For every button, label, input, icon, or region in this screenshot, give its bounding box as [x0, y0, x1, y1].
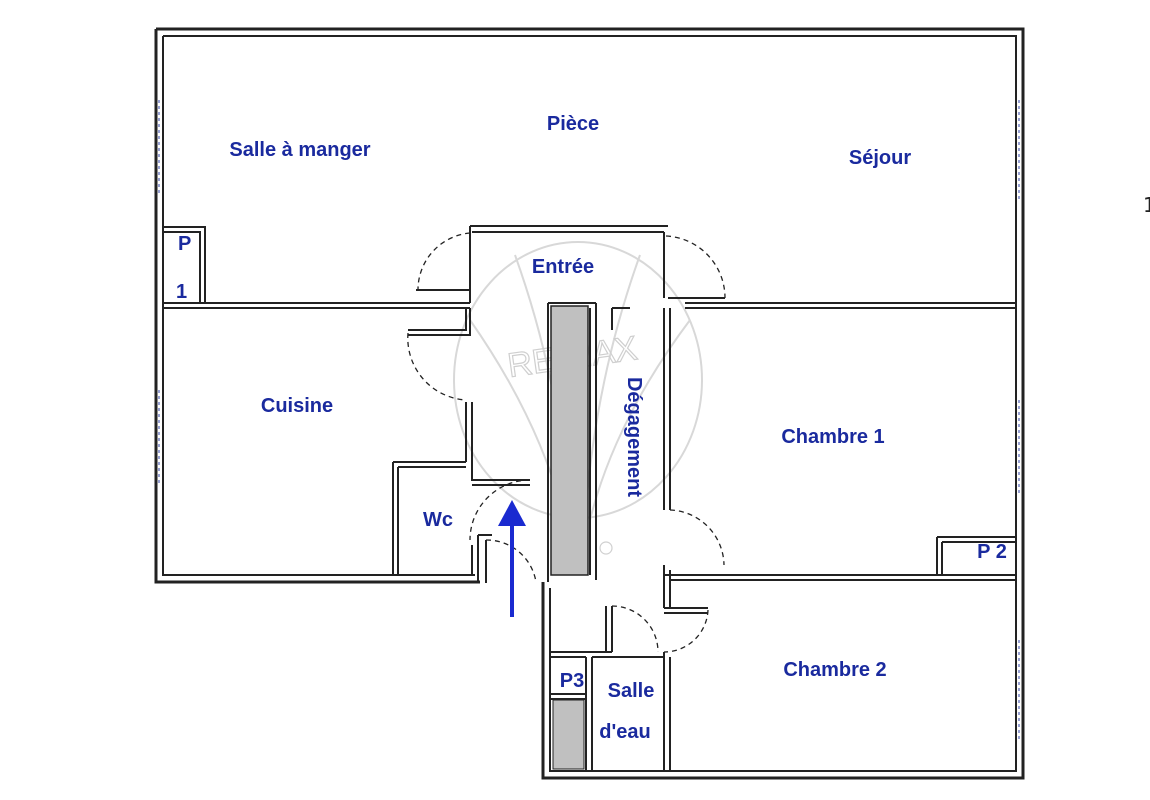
label-p2: P 2: [977, 541, 1007, 563]
label-degagement: Dégagement: [623, 377, 645, 497]
label-piece: Pièce: [547, 113, 599, 135]
label-chambre-2: Chambre 2: [783, 659, 886, 681]
label-p3: P3: [560, 670, 584, 692]
label-entree: Entrée: [532, 256, 594, 278]
label-salle-deau-1: Salle: [608, 680, 655, 702]
label-salle-deau-2: d'eau: [599, 721, 650, 743]
storage-fills: [550, 305, 589, 770]
door-swings: [407, 232, 726, 653]
label-p1-bottom: 1: [176, 281, 187, 303]
label-wc: Wc: [423, 509, 453, 531]
degagement-shaft: [550, 305, 589, 576]
label-salle-a-manger: Salle à manger: [229, 139, 370, 161]
entrance-arrow-icon: [498, 500, 526, 617]
label-cuisine: Cuisine: [261, 395, 333, 417]
exterior-walls: [154, 27, 1025, 780]
label-p1-top: P: [178, 233, 191, 255]
label-sejour: Séjour: [849, 147, 911, 169]
salle-deau-shaft: [552, 699, 585, 770]
interior-walls: [163, 225, 1016, 771]
label-chambre-1: Chambre 1: [781, 426, 884, 448]
registered-mark-icon: [599, 541, 613, 555]
windows: [158, 100, 1020, 740]
edge-text: 1: [1143, 193, 1150, 217]
